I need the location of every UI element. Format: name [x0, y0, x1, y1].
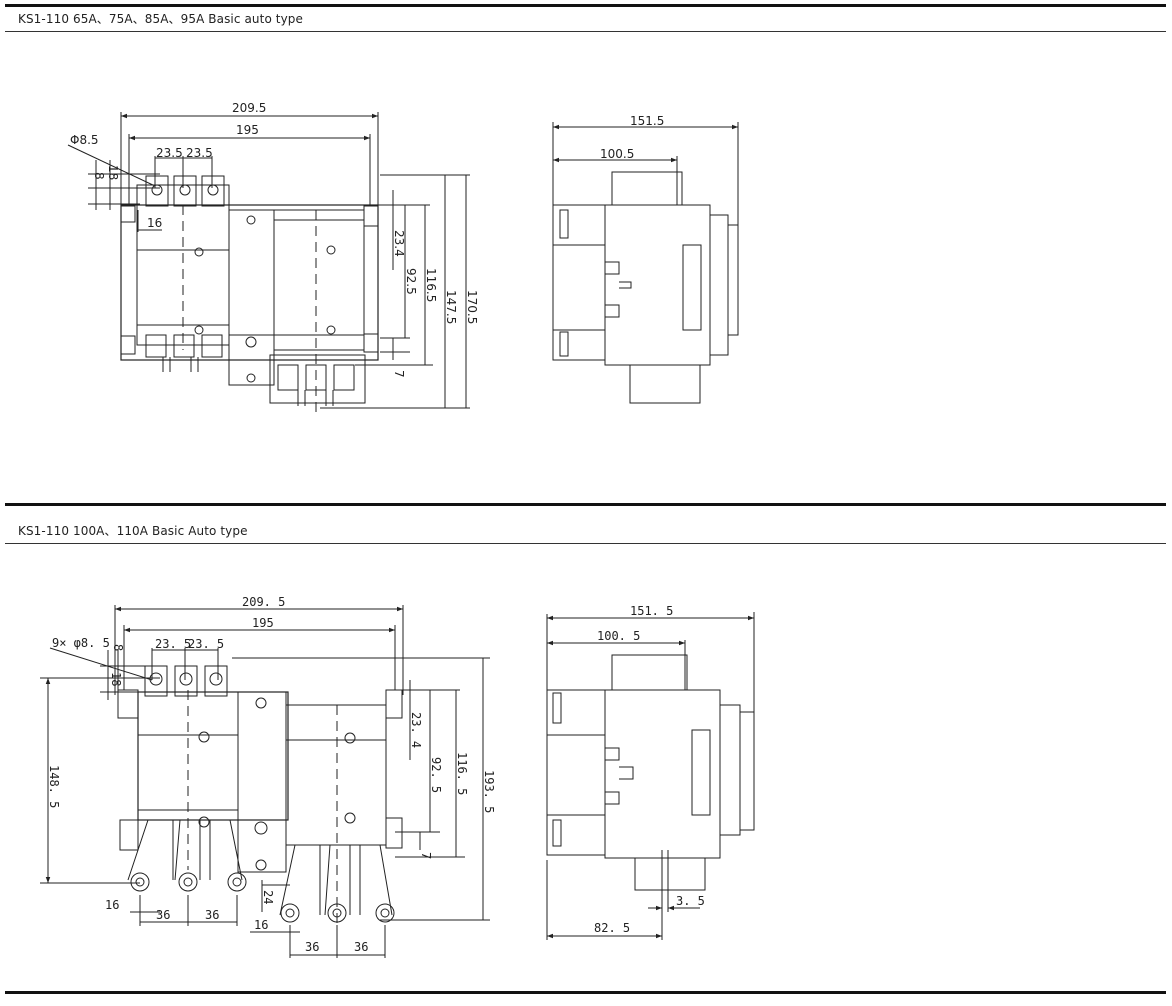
s1-dim-v23-4: 23.4: [392, 230, 406, 257]
s2-side-depth-bottom: 82. 5: [594, 921, 630, 935]
s2-side-depth-total: 151. 5: [630, 604, 673, 618]
s2-dim-h36-a: 36: [156, 908, 170, 922]
section1-front-view: [67, 112, 470, 412]
s2-dim-pitch-2: 23. 5: [188, 637, 224, 651]
s1-vertical-labels: 8 18 23.4 92.5 116.5 147.5 170.5 7: [92, 165, 479, 378]
s2-dim-v92-5: 92. 5: [429, 757, 443, 793]
section2-front-view: [40, 605, 490, 958]
top-rule: [5, 4, 1166, 7]
section1-side-view: [552, 122, 739, 404]
section2-title: KS1-110 100A、110A Basic Auto type: [18, 524, 248, 538]
s2-dim-h36-c: 36: [305, 940, 319, 954]
s1-dim-v7: 7: [392, 370, 406, 378]
s2-dim-h16-a: 16: [105, 898, 119, 912]
s1-dim-hole: Φ8.5: [70, 133, 99, 147]
s2-dim-mount-width: 195: [252, 616, 274, 630]
s2-dim-v7: 7: [419, 852, 433, 859]
s2-dim-v116-5: 116. 5: [455, 752, 469, 795]
s1-dim-h16: 16: [147, 216, 162, 230]
s2-dim-pitch-1: 23. 5: [155, 637, 191, 651]
s1-dim-v18: 18: [106, 165, 120, 180]
s2-dim-h16-b: 16: [254, 918, 268, 932]
s2-side-offset: 3. 5: [676, 894, 705, 908]
s2-dim-v193-5: 193. 5: [482, 770, 496, 813]
s1-dim-v147-5: 147.5: [444, 290, 458, 324]
s2-vertical-labels: 8 18 23. 4 92. 5 116. 5 193. 5 148. 5 7 …: [47, 644, 496, 904]
s2-dim-h36-d: 36: [354, 940, 368, 954]
s1-dim-v116-5: 116.5: [424, 268, 438, 302]
s2-dim-h36-b: 36: [205, 908, 219, 922]
s1-dim-pitch-1: 23.5: [156, 146, 183, 160]
middle-rule: [5, 503, 1166, 506]
section1-title-underline: [5, 31, 1166, 32]
section2-side-view: [546, 612, 755, 940]
s2-dim-v148-5: 148. 5: [47, 765, 61, 808]
s2-dim-overall-width: 209. 5: [242, 595, 285, 609]
s1-dim-overall-width: 209.5: [232, 101, 266, 115]
s2-side-depth-partial: 100. 5: [597, 629, 640, 643]
section1-title: KS1-110 65A、75A、85A、95A Basic auto type: [18, 12, 304, 26]
s1-dim-v170-5: 170.5: [465, 290, 479, 324]
bottom-rule: [5, 991, 1166, 994]
s2-dim-v23-4: 23. 4: [409, 712, 423, 748]
section2-title-underline: [5, 543, 1166, 544]
s2-dim-hole: 9× φ8. 5: [52, 636, 110, 650]
s1-side-depth-partial: 100.5: [600, 147, 634, 161]
s1-dim-v8: 8: [92, 172, 106, 180]
s1-side-depth-total: 151.5: [630, 114, 664, 128]
s2-dim-v18: 18: [109, 672, 123, 686]
s2-dim-v8: 8: [111, 644, 125, 651]
s1-dim-mount-width: 195: [236, 123, 259, 137]
s1-dim-pitch-2: 23.5: [186, 146, 213, 160]
s1-dim-v92-5: 92.5: [404, 268, 418, 295]
s2-dim-v24: 24: [261, 890, 275, 904]
